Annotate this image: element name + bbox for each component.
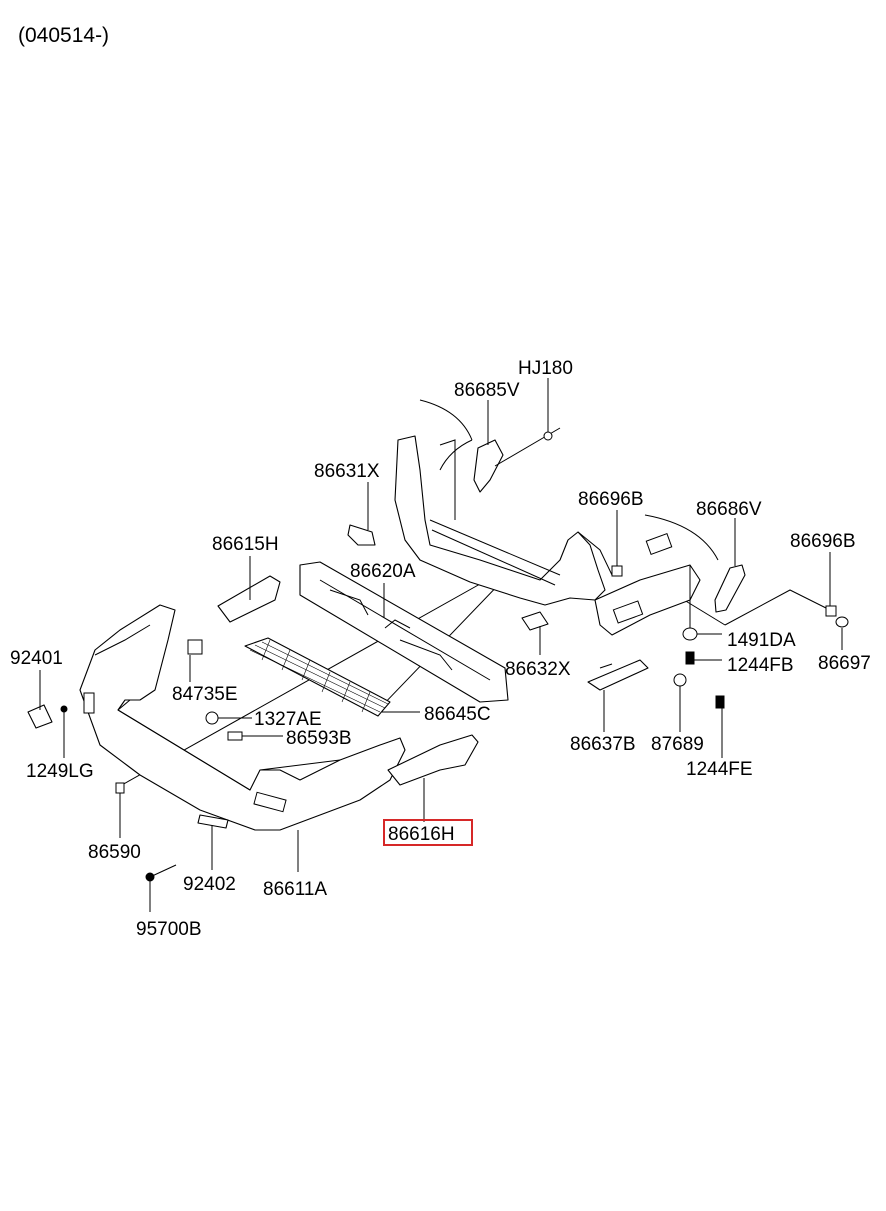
part-label-1491DA[interactable]: 1491DA bbox=[727, 630, 796, 651]
revision-label: (040514-) bbox=[18, 24, 109, 47]
label-leaders bbox=[39, 378, 843, 912]
part-label-1244FE[interactable]: 1244FE bbox=[686, 759, 753, 780]
part-label-86645C[interactable]: 86645C bbox=[424, 704, 491, 725]
selected-part-highlight bbox=[383, 819, 473, 846]
part-label-86637B[interactable]: 86637B bbox=[570, 734, 636, 755]
part-label-84735E[interactable]: 84735E bbox=[172, 684, 238, 705]
part-label-86685V[interactable]: 86685V bbox=[454, 380, 520, 401]
part-label-1249LG[interactable]: 1249LG bbox=[26, 761, 94, 782]
part-label-86632X[interactable]: 86632X bbox=[505, 659, 571, 680]
energy-absorber-assembly bbox=[299, 561, 509, 703]
part-labels: 92401 1249LG 86590 95700B 92402 86611A 8… bbox=[10, 358, 871, 940]
part-label-92401[interactable]: 92401 bbox=[10, 648, 63, 669]
part-label-86696B-right[interactable]: 86696B bbox=[790, 531, 856, 552]
part-label-86631X[interactable]: 86631X bbox=[314, 461, 380, 482]
part-label-HJ180[interactable]: HJ180 bbox=[518, 358, 573, 379]
part-label-87689[interactable]: 87689 bbox=[651, 734, 704, 755]
part-label-1327AE[interactable]: 1327AE bbox=[254, 709, 322, 730]
part-label-86593B[interactable]: 86593B bbox=[286, 728, 352, 749]
part-label-86696B-upper[interactable]: 86696B bbox=[578, 489, 644, 510]
grille-assembly bbox=[244, 637, 391, 717]
part-label-86686V[interactable]: 86686V bbox=[696, 499, 762, 520]
part-label-86620A[interactable]: 86620A bbox=[350, 561, 416, 582]
part-label-92402[interactable]: 92402 bbox=[183, 874, 236, 895]
part-label-86697[interactable]: 86697 bbox=[818, 653, 871, 674]
part-label-86611A[interactable]: 86611A bbox=[263, 879, 327, 900]
bumper-cover-assembly bbox=[27, 575, 479, 882]
part-label-86590[interactable]: 86590 bbox=[88, 842, 141, 863]
part-label-1244FB[interactable]: 1244FB bbox=[727, 655, 794, 676]
part-label-95700B[interactable]: 95700B bbox=[136, 919, 202, 940]
rear-member-assembly bbox=[347, 399, 849, 709]
part-label-86616H[interactable]: 86616H bbox=[388, 824, 455, 845]
part-label-86615H[interactable]: 86615H bbox=[212, 534, 279, 555]
